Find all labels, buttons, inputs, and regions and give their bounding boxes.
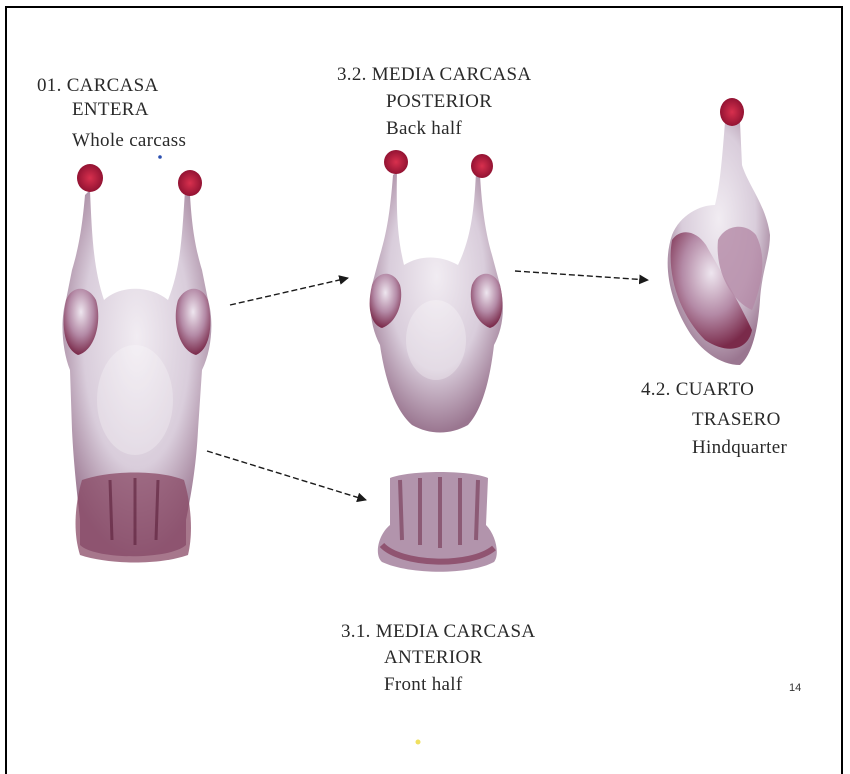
label-front-half-en: Front half	[384, 673, 462, 696]
yellow-dot-mark	[416, 740, 421, 745]
page-number: 14	[789, 682, 801, 694]
arrow-whole-to-front	[207, 451, 366, 500]
whole-carcass-image	[63, 164, 212, 563]
label-front-half-code: 3.1. MEDIA CARCASA	[341, 620, 535, 643]
label-front-half-es: ANTERIOR	[384, 646, 482, 669]
label-back-half-en: Back half	[386, 117, 462, 140]
label-hindquarter-es: TRASERO	[692, 408, 781, 431]
label-back-half-es: POSTERIOR	[386, 90, 492, 113]
back-half-image	[370, 150, 503, 433]
label-whole-carcass-en: Whole carcass	[72, 129, 186, 152]
label-hindquarter-en: Hindquarter	[692, 436, 787, 459]
arrow-back-to-hindquarter	[515, 271, 648, 280]
label-back-half-code: 3.2. MEDIA CARCASA	[337, 63, 531, 86]
front-half-image	[378, 472, 497, 572]
blue-dot-mark	[158, 155, 162, 159]
label-hindquarter-code: 4.2. CUARTO	[641, 378, 754, 401]
hindquarter-image	[668, 98, 770, 365]
arrow-whole-to-back	[230, 278, 348, 305]
label-whole-carcass-code: 01. CARCASA	[37, 74, 159, 97]
label-whole-carcass-es: ENTERA	[72, 98, 149, 121]
